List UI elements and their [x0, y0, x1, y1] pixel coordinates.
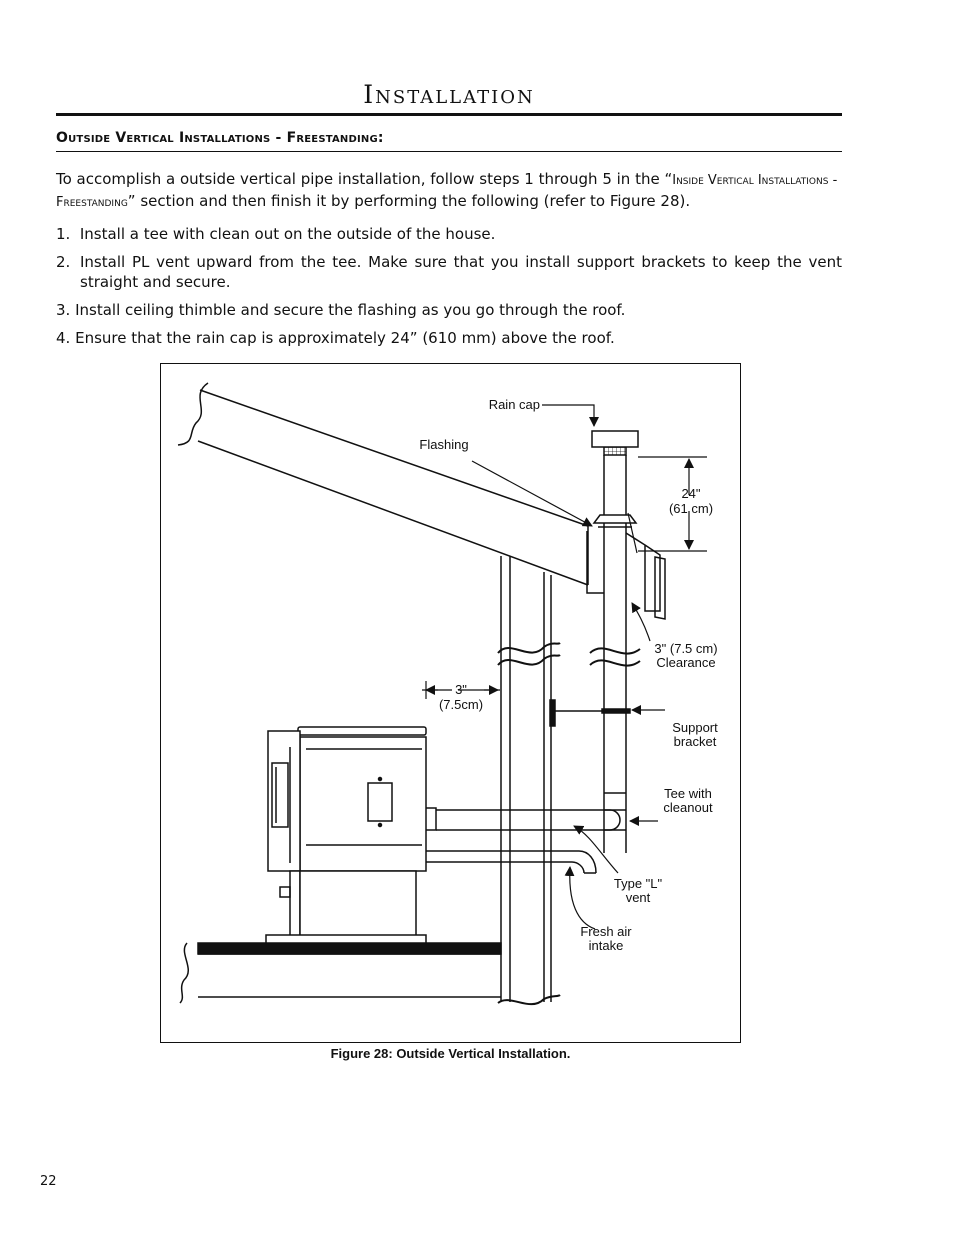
intro-paragraph: To accomplish a outside vertical pipe in… — [56, 169, 842, 213]
step-number: 1. — [56, 225, 71, 243]
height-cm-label: (61 cm) — [669, 501, 713, 516]
step-text: Install PL vent upward from the tee. Mak… — [80, 253, 842, 291]
title-divider — [56, 113, 842, 116]
section-divider — [56, 151, 842, 152]
figure-frame — [160, 363, 741, 1043]
wall-gap-inches-label: 3" — [455, 682, 467, 697]
fresh-air-label-2: intake — [589, 938, 624, 953]
step-number: 2. — [56, 253, 71, 271]
support-bracket-label-2: bracket — [674, 734, 717, 749]
step-text: Install a tee with clean out on the outs… — [79, 225, 496, 243]
house-wall — [497, 556, 561, 1006]
clearance-inches-label: 3" (7.5 cm) — [654, 641, 717, 656]
wall-gap-cm-label: (7.5cm) — [439, 697, 483, 712]
tee-label-2: cleanout — [663, 800, 713, 815]
vertical-vent-pipe — [549, 430, 666, 853]
section-reference: Inside Vertical Installations - Freestan… — [56, 173, 838, 210]
leader-lines — [422, 404, 707, 930]
flashing-label: Flashing — [419, 437, 468, 452]
rain-cap-label: Rain cap — [489, 397, 540, 412]
vent-type-label-1: Type "L" — [614, 876, 663, 891]
installation-diagram: Rain cap Flashing 24" (61 cm) 3" (7.5 cm… — [160, 363, 741, 1043]
stove — [265, 726, 427, 944]
installation-figure: Rain cap Flashing 24" (61 cm) 3" (7.5 cm… — [160, 363, 741, 1043]
step-item: 4. Ensure that the rain cap is approxima… — [56, 328, 842, 348]
fresh-air-label-1: Fresh air — [580, 924, 632, 939]
vent-type-label-2: vent — [626, 890, 651, 905]
step-number: 3. — [56, 301, 71, 319]
intro-text-end: ” section and then finish it by performi… — [127, 192, 691, 210]
steps-list: 1. Install a tee with clean out on the o… — [56, 224, 842, 356]
step-text: Ensure that the rain cap is approximatel… — [75, 329, 615, 347]
step-item: 2. Install PL vent upward from the tee. M… — [56, 252, 842, 292]
page-title: Installation — [363, 80, 535, 109]
tee-label-1: Tee with — [664, 786, 712, 801]
clearance-label: Clearance — [656, 655, 715, 670]
support-bracket-label-1: Support — [672, 720, 718, 735]
step-item: 1. Install a tee with clean out on the o… — [56, 224, 842, 244]
step-item: 3. Install ceiling thimble and secure th… — [56, 300, 842, 320]
page-number: 22 — [40, 1174, 57, 1189]
height-inches-label: 24" — [681, 486, 700, 501]
floor — [179, 942, 502, 1004]
diagram-labels: Rain cap Flashing 24" (61 cm) 3" (7.5 cm… — [419, 397, 718, 953]
section-heading: Outside Vertical Installations - Freesta… — [56, 130, 384, 146]
roof — [177, 382, 589, 586]
step-text: Install ceiling thimble and secure the f… — [75, 301, 626, 319]
figure-caption: Figure 28: Outside Vertical Installation… — [330, 1046, 571, 1061]
intro-text-start: To accomplish a outside vertical pipe in… — [56, 170, 673, 188]
step-number: 4. — [56, 329, 71, 347]
